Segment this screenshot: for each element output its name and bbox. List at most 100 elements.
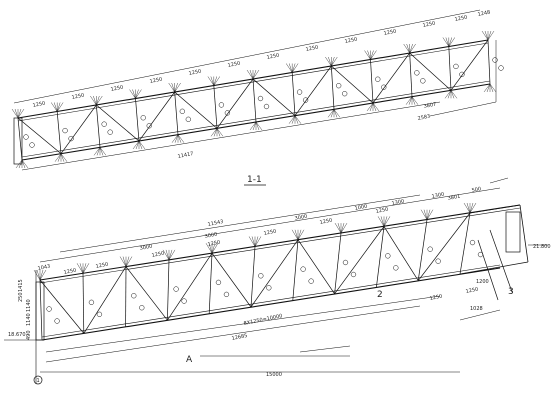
lower-top-overall: 11543	[207, 219, 224, 228]
upper-gusset-leader	[177, 134, 185, 143]
upper-vertical	[174, 91, 179, 135]
upper-bolt-mark	[101, 121, 107, 127]
upper-diagonal	[17, 117, 62, 154]
lower-panel-dim-4: 1250	[207, 240, 221, 248]
upper-gusset-leader	[291, 63, 296, 73]
lower-bolt-mark	[385, 253, 391, 259]
upper-truss	[11, 9, 504, 171]
lower-end-plate	[35, 281, 45, 341]
lower-gusset-leader	[36, 269, 41, 281]
lower-top-overall-line	[59, 194, 421, 253]
upper-bolt-mark	[420, 78, 426, 84]
upper-gusset-leader	[372, 102, 377, 112]
upper-bolt-mark	[414, 70, 420, 76]
upper-diagonal	[252, 78, 296, 116]
upper-gusset-leader	[406, 43, 410, 54]
lower-bolt-mark	[88, 299, 95, 306]
lower-vertical	[334, 233, 342, 294]
lower-bolt-mark	[131, 293, 137, 299]
upper-bottom-dimension-line	[21, 101, 441, 171]
upper-gusset-leader	[450, 90, 458, 99]
upper-gusset-leader	[99, 147, 104, 156]
upper-gusset-leader	[129, 89, 136, 99]
lower-bolt-mark	[435, 258, 441, 264]
lower-right-strut	[489, 229, 513, 293]
lower-gusset-leader	[254, 236, 262, 247]
upper-gusset-leader	[411, 96, 416, 105]
lower-gusset-leader	[420, 209, 428, 220]
upper-gusset-leader	[99, 147, 107, 156]
lower-gusset-leader	[466, 202, 471, 214]
upper-diagonal	[60, 104, 97, 154]
upper-bolt-mark	[62, 127, 68, 134]
upper-gusset-leader	[57, 153, 62, 162]
upper-gusset-leader	[489, 83, 494, 93]
upper-gusset-leader	[60, 153, 68, 162]
upper-bolt-mark	[453, 63, 459, 70]
upper-bolt-mark	[23, 134, 29, 140]
lower-truss	[4, 177, 548, 384]
upper-gusset-leader	[450, 90, 455, 99]
upper-gusset-leader	[292, 63, 299, 73]
lower-vertical	[167, 259, 170, 321]
upper-gusset-leader	[403, 43, 410, 54]
lower-bolt-mark	[139, 305, 145, 311]
upper-gusset-leader	[486, 83, 491, 93]
lower-bolt-mark	[308, 278, 314, 284]
upper-vertical	[17, 117, 23, 161]
lower-bolt-mark	[54, 318, 60, 324]
upper-gusset-leader	[331, 56, 338, 67]
upper-gusset-leader	[409, 43, 416, 54]
lower-top-chord-flange	[39, 207, 521, 284]
lower-gusset-leader	[380, 216, 385, 227]
upper-gusset-leader	[294, 115, 302, 124]
upper-gusset-leader	[168, 82, 175, 93]
upper-gusset-leader	[171, 134, 179, 143]
lower-bolt-mark	[181, 298, 187, 304]
upper-gusset-leader	[448, 37, 455, 47]
lower-right-post	[519, 204, 529, 263]
upper-gusset-leader	[333, 109, 341, 118]
upper-gusset-leader	[327, 109, 335, 118]
upper-vertical	[330, 65, 335, 110]
lower-gusset-leader	[340, 222, 348, 234]
upper-gusset-leader	[408, 96, 413, 105]
lower-gusset-leader	[251, 236, 256, 247]
upper-gusset-leader	[93, 147, 101, 156]
upper-bolt-mark	[107, 129, 113, 135]
upper-diagonal	[174, 91, 218, 129]
lower-right-lower-dimension	[459, 309, 501, 321]
lower-gusset-leader	[82, 263, 90, 274]
lower-seg-dim-7: 500	[471, 186, 482, 194]
upper-bolt-mark	[342, 91, 348, 97]
lower-bottom-dimension-line	[45, 295, 441, 353]
lower-gusset-leader	[39, 269, 44, 281]
upper-vertical	[95, 104, 101, 148]
lower-diagonal	[167, 253, 213, 321]
upper-gusset-leader	[213, 76, 218, 86]
upper-gusset-leader	[330, 109, 335, 118]
lower-bolt-mark	[393, 265, 399, 271]
upper-vertical	[370, 59, 374, 104]
upper-gusset-leader	[96, 95, 100, 106]
upper-truss-annotations: 1250 1250 1250 1250 1250 1250 1250 1250 …	[32, 10, 491, 186]
upper-gusset-leader	[252, 69, 257, 80]
lower-gusset-leader	[469, 202, 477, 214]
upper-vertical	[135, 98, 140, 142]
elevation-right: 21.800	[533, 244, 551, 250]
upper-gusset-leader	[60, 153, 65, 162]
upper-bolt-mark	[381, 84, 387, 90]
lower-gusset-leader	[383, 216, 388, 227]
lower-gusset-leader	[426, 209, 434, 220]
upper-gusset-leader	[328, 56, 332, 67]
lower-vertical	[459, 212, 471, 275]
upper-gusset-leader	[11, 108, 19, 119]
upper-bolt-mark	[296, 89, 303, 95]
upper-gusset-leader	[177, 134, 182, 143]
upper-vertical	[291, 72, 296, 116]
upper-panel-dim-4: 1250	[149, 77, 163, 85]
upper-gusset-leader	[364, 50, 371, 60]
lower-gusset-leader	[76, 263, 84, 274]
axis-bubble-label: 1	[37, 378, 40, 384]
lower-bolt-mark	[469, 239, 476, 246]
